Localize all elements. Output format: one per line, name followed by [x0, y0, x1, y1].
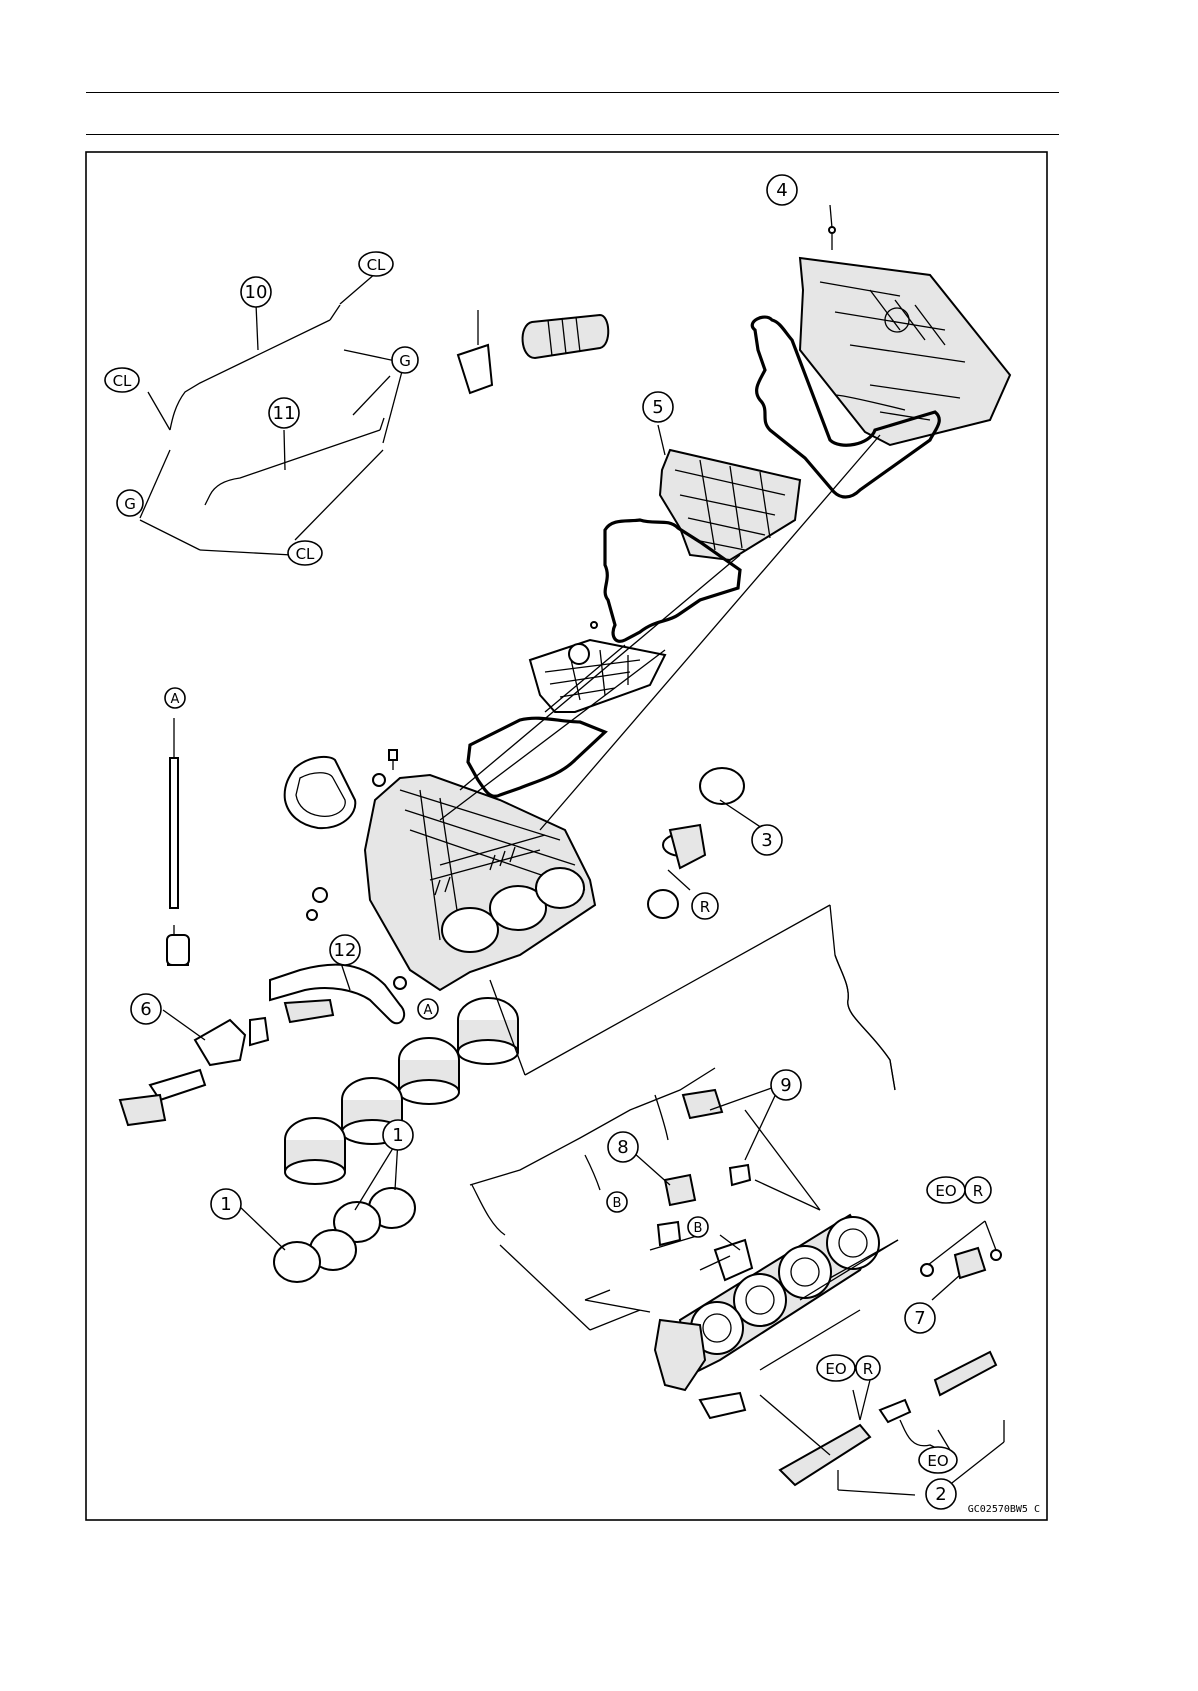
mark-r-right: R: [965, 1177, 991, 1203]
callout-1-right: 1: [383, 1120, 413, 1150]
svg-text:12: 12: [334, 940, 357, 961]
throttle-grip: [458, 310, 608, 393]
svg-text:2: 2: [935, 1484, 946, 1505]
callout-11: 11: [269, 398, 299, 428]
sensor-8: [658, 1175, 695, 1245]
figure-code: GC02570BW5 C: [968, 1504, 1040, 1515]
funnel-clamps: [274, 1188, 415, 1282]
svg-text:A: A: [424, 1003, 433, 1018]
mark-eo-lower: EO: [817, 1355, 855, 1381]
svg-text:R: R: [863, 1360, 873, 1378]
mark-eo-bottom: EO: [919, 1447, 957, 1473]
svg-text:7: 7: [914, 1308, 925, 1329]
mark-cl-left: CL: [105, 368, 139, 392]
svg-text:9: 9: [780, 1075, 791, 1096]
callout-5: 5: [643, 392, 673, 422]
mark-cl-top-right: CL: [359, 252, 393, 276]
svg-text:EO: EO: [825, 1360, 846, 1378]
svg-text:B: B: [613, 1196, 622, 1211]
fuel-rails: [780, 1352, 1004, 1490]
svg-text:6: 6: [140, 999, 151, 1020]
mark-cl-bottom: CL: [288, 541, 322, 565]
mark-r-duct: R: [692, 893, 718, 919]
svg-text:A: A: [171, 692, 180, 707]
snorkel-seal: [285, 757, 356, 828]
svg-text:1: 1: [392, 1125, 403, 1146]
sensor-9: [683, 1090, 750, 1185]
svg-text:3: 3: [761, 830, 772, 851]
mark-b-left: B: [607, 1192, 627, 1212]
air-filter-element: [660, 450, 800, 560]
air-cleaner-upper-housing: [800, 227, 1010, 445]
callout-1-left: 1: [211, 1189, 241, 1219]
mark-g-left: G: [117, 490, 143, 516]
svg-text:4: 4: [776, 180, 787, 201]
svg-text:CL: CL: [367, 256, 386, 274]
intake-funnels: [285, 998, 518, 1184]
callout-2: 2: [926, 1479, 956, 1509]
svg-text:G: G: [399, 352, 411, 370]
mark-r-lower: R: [856, 1356, 880, 1380]
mark-a-housing: A: [418, 999, 438, 1019]
intake-duct: [648, 768, 744, 918]
svg-text:G: G: [124, 495, 136, 513]
svg-text:EO: EO: [935, 1182, 956, 1200]
mark-g-right: G: [392, 347, 418, 373]
mark-a-top: A: [165, 688, 185, 708]
svg-text:CL: CL: [296, 545, 315, 563]
callout-10: 10: [241, 277, 271, 307]
callout-7: 7: [905, 1303, 935, 1333]
callout-9: 9: [771, 1070, 801, 1100]
svg-text:B: B: [694, 1221, 703, 1236]
svg-text:10: 10: [245, 282, 268, 303]
svg-text:R: R: [700, 898, 710, 916]
svg-text:CL: CL: [113, 372, 132, 390]
svg-text:8: 8: [617, 1137, 628, 1158]
svg-text:EO: EO: [927, 1452, 948, 1470]
svg-text:R: R: [973, 1182, 983, 1200]
drain-tube: [167, 718, 189, 965]
callout-8: 8: [608, 1132, 638, 1162]
throttle-body-assembly: [655, 1215, 879, 1418]
callout-12: 12: [330, 935, 360, 965]
svg-text:1: 1: [220, 1194, 231, 1215]
air-cleaner-lower-housing: [365, 775, 595, 990]
callout-3: 3: [752, 825, 782, 855]
plate-gasket: [468, 718, 605, 796]
svg-text:5: 5: [652, 397, 663, 418]
mark-b-right: B: [688, 1217, 708, 1237]
sensor-7: [921, 1248, 1001, 1278]
mark-eo-right: EO: [927, 1177, 965, 1203]
callout-4: 4: [767, 175, 797, 205]
svg-text:11: 11: [273, 403, 296, 424]
callout-6: 6: [131, 994, 161, 1024]
